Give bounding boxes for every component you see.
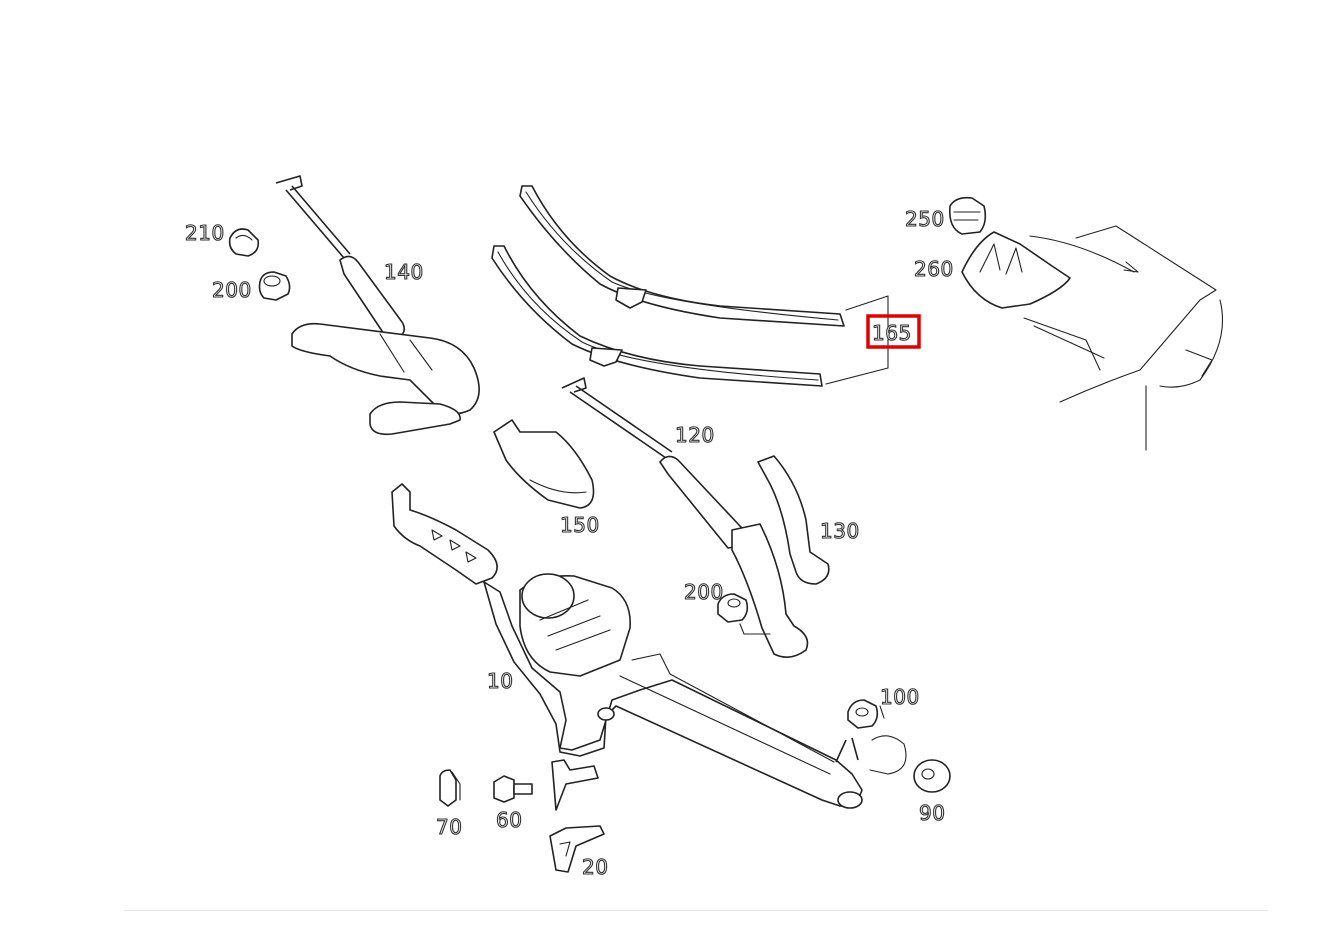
part-100-nut[interactable] (847, 699, 885, 729)
callout-250[interactable]: 250 (904, 206, 945, 231)
callout-100[interactable]: 100 (879, 684, 920, 709)
part-10-wiper-linkage[interactable] (391, 483, 863, 809)
part-140-rear-wiper-arm[interactable] (275, 175, 406, 341)
part-60-bolt[interactable] (493, 775, 533, 803)
callout-210[interactable]: 210 (184, 220, 225, 245)
callout-140[interactable]: 140 (383, 259, 424, 284)
callout-150[interactable]: 150 (559, 512, 600, 537)
part-260-sensor-cover[interactable] (961, 231, 1071, 309)
part-140-cover[interactable] (291, 322, 480, 436)
callout-260[interactable]: 260 (913, 256, 954, 281)
callout-10[interactable]: 10 (486, 668, 513, 693)
callout-20[interactable]: 20 (581, 854, 608, 879)
part-130-cover[interactable] (757, 455, 830, 585)
part-70-plug[interactable] (439, 769, 461, 807)
footer-divider (124, 910, 1268, 911)
part-150-cover[interactable] (493, 419, 595, 509)
part-210-cap[interactable] (228, 228, 260, 257)
callout-130[interactable]: 130 (819, 518, 860, 543)
callout-70[interactable]: 70 (435, 814, 462, 839)
part-90-grommet[interactable] (869, 735, 951, 793)
callout-200-middle[interactable]: 200 (683, 579, 724, 604)
part-200-nut-top[interactable] (258, 271, 291, 301)
callout-165[interactable]: 165 (871, 320, 912, 345)
callout-200-top[interactable]: 200 (211, 277, 252, 302)
part-20-bracket[interactable] (549, 759, 605, 873)
part-200-nut-middle[interactable] (717, 593, 771, 635)
part-120-wiper-arm[interactable] (561, 377, 809, 658)
callout-165-highlight (866, 314, 921, 349)
callout-60[interactable]: 60 (495, 807, 522, 832)
windshield-sketch (1023, 225, 1223, 451)
callout-90[interactable]: 90 (918, 800, 945, 825)
part-165-wiper-blades[interactable] (491, 185, 889, 387)
callout-120[interactable]: 120 (674, 422, 715, 447)
part-250-sensor[interactable] (948, 196, 987, 235)
